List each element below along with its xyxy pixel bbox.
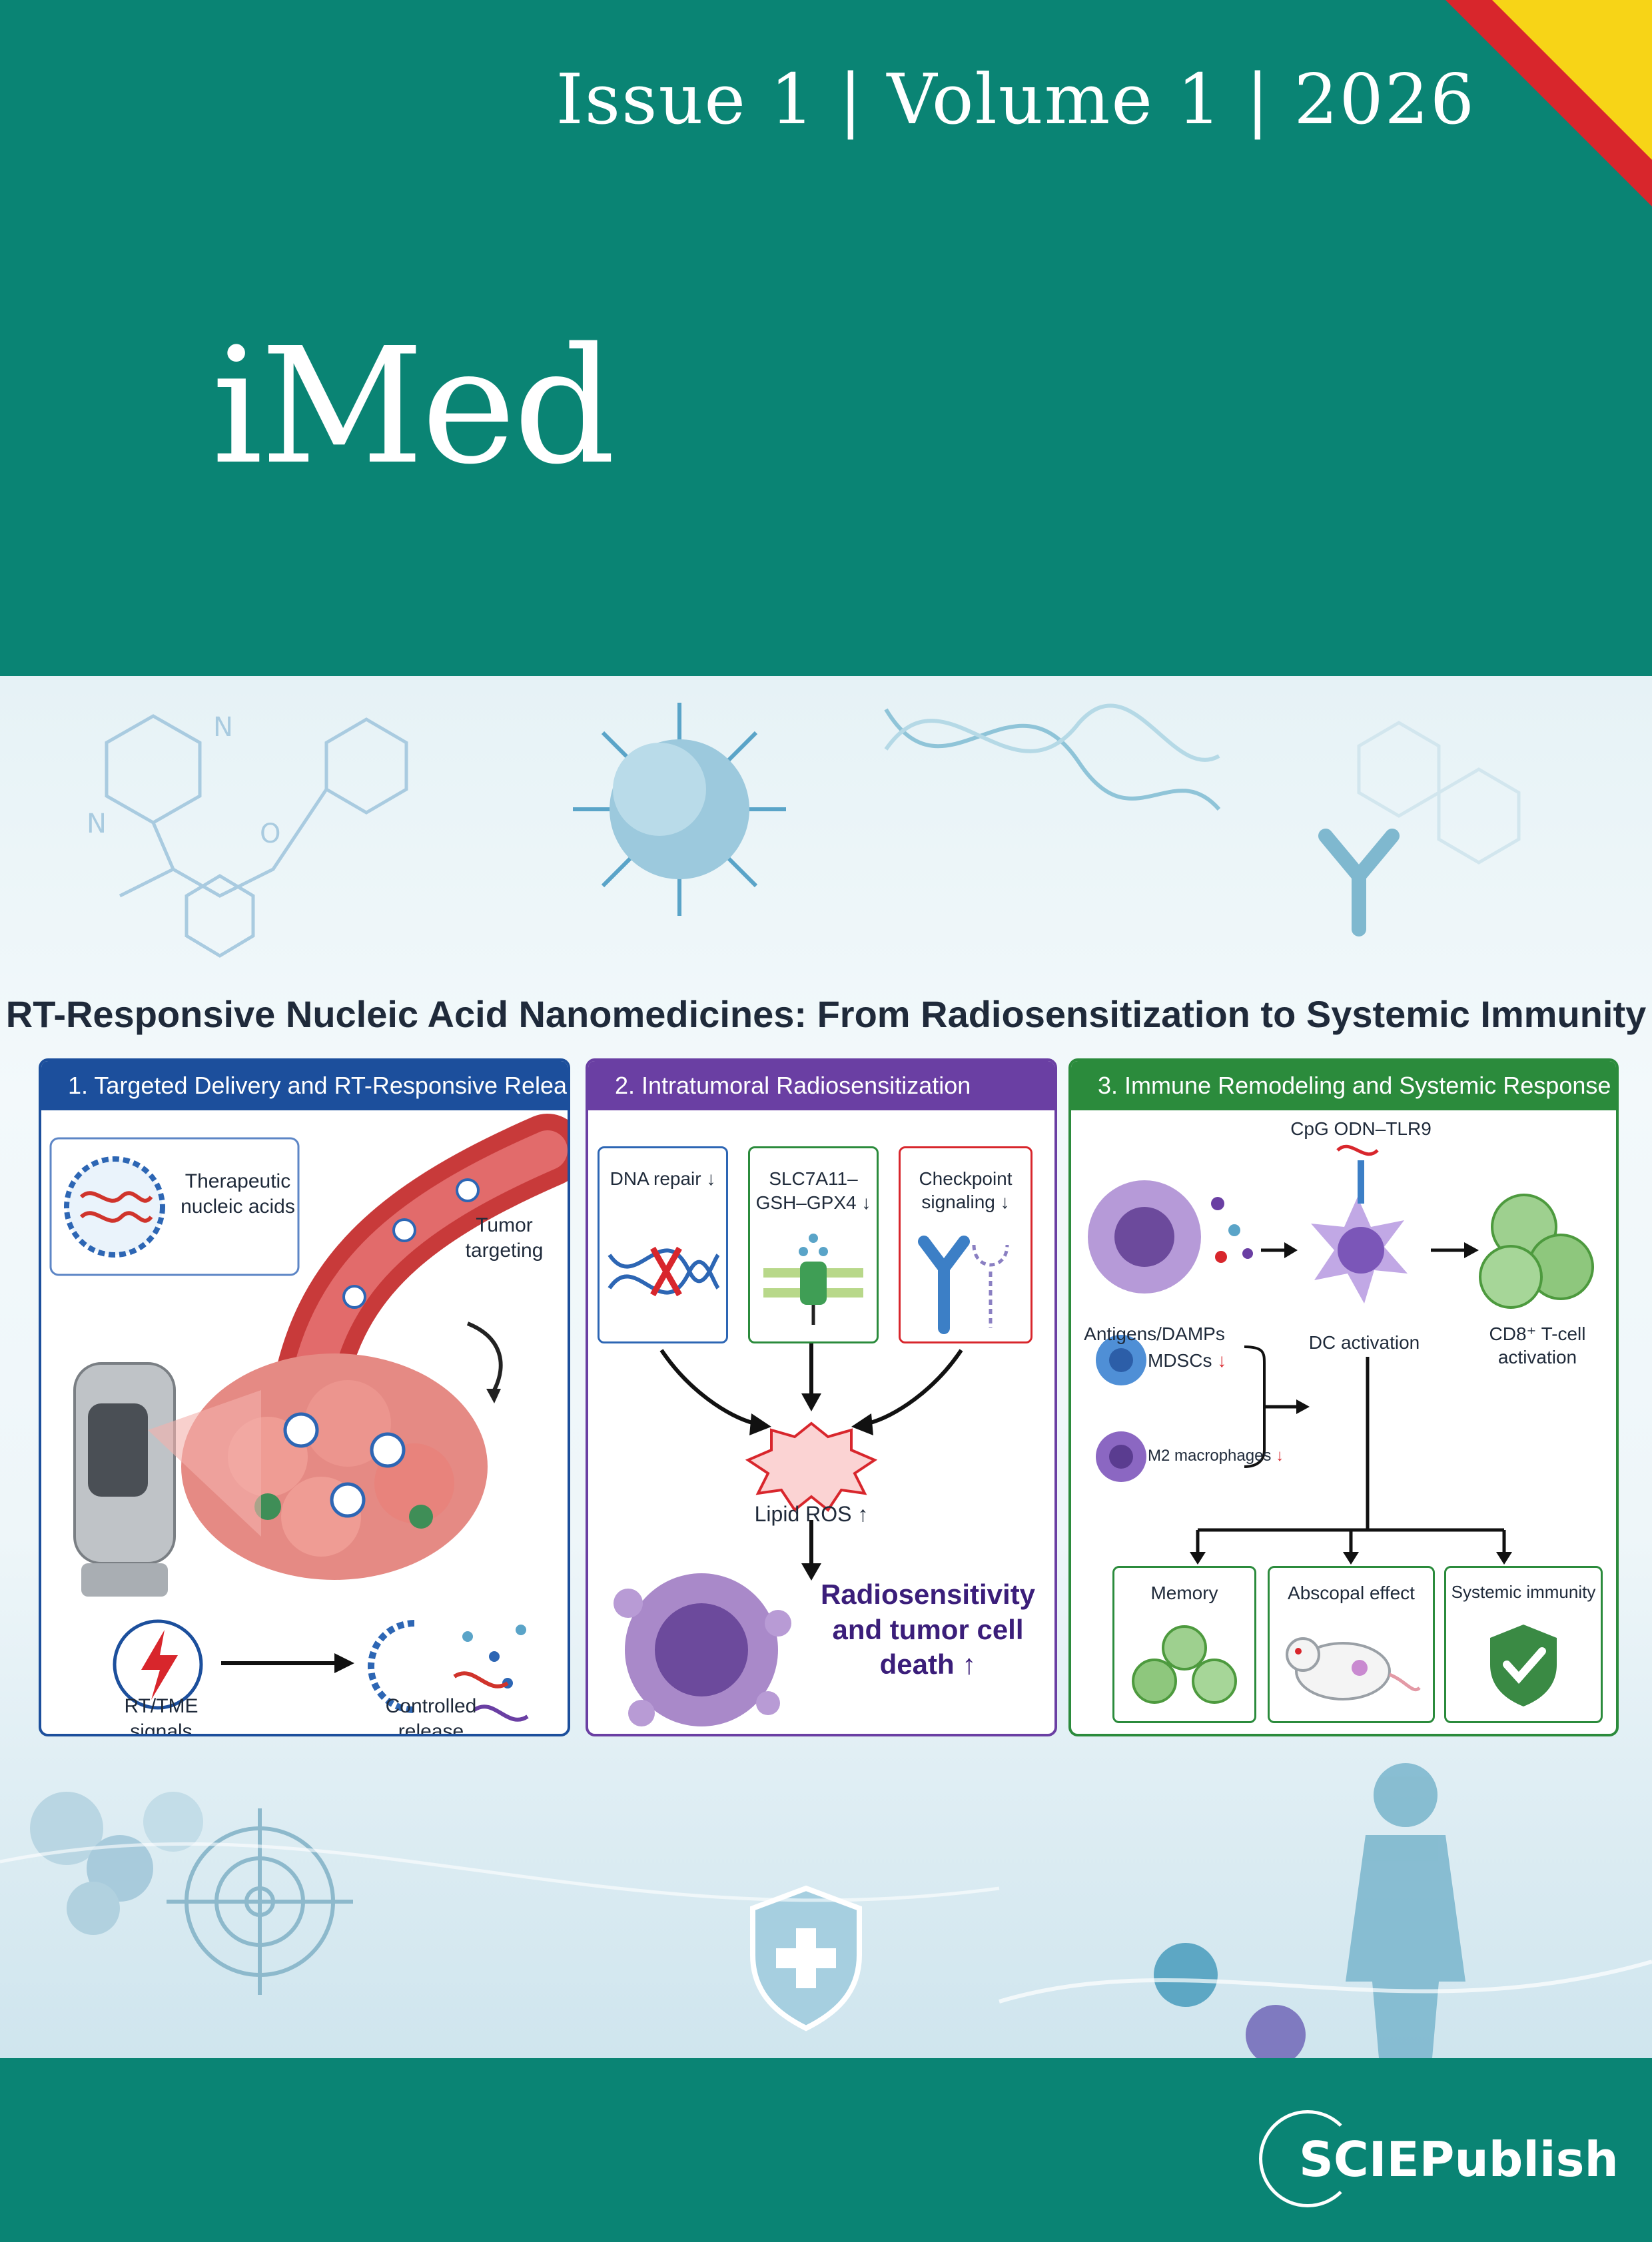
mdsc-row: MDSCs ↓: [1148, 1349, 1226, 1372]
membrane-transporter-icon: [763, 1234, 863, 1325]
target-reticle-icon: [167, 1808, 353, 1995]
checkpoint-box: Checkpoint signaling ↓: [899, 1146, 1032, 1343]
virus-icon: [573, 703, 786, 916]
figure-title: RT-Responsive Nucleic Acid Nanomedicines…: [5, 993, 1647, 1035]
human-silhouette-icon: [1346, 1763, 1465, 2058]
mouse-model-icon: [1286, 1637, 1421, 1700]
background-decoration: N N O: [0, 703, 1652, 2058]
dying-tumor-cell-icon: [614, 1573, 791, 1726]
antibody-icon: [1318, 829, 1400, 936]
shield-cross-icon: [750, 1885, 862, 2032]
panel-immune-remodeling: 3. Immune Remodeling and Systemic Respon…: [1068, 1058, 1619, 1736]
cell-cluster-decoration: [30, 1792, 203, 1935]
publisher-logo-ring-icon: [1259, 2110, 1356, 2207]
dendritic-cell-icon: [1311, 1144, 1408, 1304]
memory-cells-icon: [1132, 1625, 1237, 1704]
molecule-o-label: O: [260, 819, 280, 849]
abscopal-box: Abscopal effect: [1268, 1566, 1435, 1723]
memory-box: Memory: [1112, 1566, 1256, 1723]
panel-radiosensitization: 2. Intratumoral Radiosensitization DNA r…: [586, 1058, 1057, 1736]
controlled-release-label: Controlled release: [385, 1695, 477, 1736]
molecule-icon: [105, 714, 408, 958]
mdsc-decrease-arrow: ↓: [1217, 1350, 1227, 1371]
ferroptosis-axis-box: SLC7A11– GSH–GPX4 ↓: [748, 1146, 879, 1343]
systemic-immunity-label: Systemic immunity: [1451, 1582, 1596, 1602]
tumor-targeting-label: Tumor targeting: [465, 1214, 544, 1262]
immune-cell-decoration: [1154, 1943, 1218, 2007]
issue-volume-line: Issue 1 | Volume 1 | 2026: [556, 59, 1475, 140]
cover-footer: SCIEPublish: [0, 2058, 1652, 2242]
dna-helix-icon: [884, 708, 1221, 811]
panel1-illustration: [49, 1114, 568, 1722]
panel1-heading: 1. Targeted Delivery and RT-Responsive R…: [41, 1061, 568, 1110]
t-cell-cluster-icon: [1479, 1194, 1594, 1309]
panel2-illustration: [614, 1343, 963, 1726]
checkpoint-label: Checkpoint signaling ↓: [919, 1168, 1013, 1212]
abscopal-label: Abscopal effect: [1288, 1583, 1415, 1603]
slc-axis-line1: SLC7A11–: [769, 1168, 858, 1189]
molecule-n2-label: N: [87, 809, 107, 839]
cpg-tlr9-label: CpG ODN–TLR9: [1290, 1118, 1432, 1139]
memory-label: Memory: [1150, 1583, 1218, 1603]
panel-targeted-delivery: 1. Targeted Delivery and RT-Responsive R…: [39, 1058, 570, 1736]
mdsc-label: MDSCs: [1148, 1350, 1212, 1371]
dc-activation-label: DC activation: [1308, 1332, 1420, 1353]
dna-cut-icon: [608, 1246, 719, 1297]
m2-decrease-arrow: ↓: [1276, 1447, 1284, 1465]
radiosensitivity-outcome-label: Radiosensitivity and tumor cell death ↑: [820, 1579, 1036, 1680]
cover-header: Issue 1 | Volume 1 | 2026 iMed: [0, 0, 1652, 676]
cover-artwork: N N O: [0, 676, 1652, 2058]
antigen-cell-icon: [1088, 1180, 1253, 1294]
dna-repair-box: DNA repair ↓: [598, 1146, 728, 1343]
release-burst-icon: [368, 1620, 529, 1722]
rt-tme-signals-label: RT/TME signals: [124, 1695, 199, 1736]
panel2-heading: 2. Intratumoral Radiosensitization: [588, 1061, 1054, 1110]
hexagon-pattern: [1357, 721, 1521, 865]
journal-name: iMed: [212, 313, 616, 500]
m2-label: M2 macrophages: [1148, 1447, 1272, 1465]
lipid-ros-label: Lipid ROS ↑: [754, 1502, 869, 1526]
cd8-activation-label: CD8⁺ T-cell activation: [1489, 1323, 1586, 1367]
radiotherapy-device-icon: [73, 1362, 261, 1597]
panel3-illustration: [1088, 1144, 1594, 1565]
publisher-logo: SCIEPublish: [1259, 2110, 1619, 2207]
panel3-heading: 3. Immune Remodeling and Systemic Respon…: [1071, 1061, 1616, 1110]
nucleic-acids-label: Therapeutic nucleic acids: [181, 1170, 295, 1218]
molecule-n-label: N: [213, 712, 233, 743]
checkpoint-receptor-icon: [918, 1236, 1009, 1334]
publisher-name: SCIEPublish: [1299, 2131, 1619, 2187]
m2-row: M2 macrophages ↓: [1148, 1446, 1284, 1466]
systemic-immunity-box: Systemic immunity: [1444, 1566, 1603, 1723]
antigens-damps-label: Antigens/DAMPs: [1084, 1323, 1225, 1344]
corner-ribbon-decoration: [1446, 0, 1652, 206]
shield-check-icon: [1490, 1625, 1557, 1706]
lipid-ros-burst: [745, 1421, 878, 1512]
nanoparticle-icon: [64, 1156, 165, 1258]
dna-repair-label: DNA repair ↓: [610, 1168, 716, 1189]
slc-axis-line2: GSH–GPX4 ↓: [755, 1192, 871, 1213]
